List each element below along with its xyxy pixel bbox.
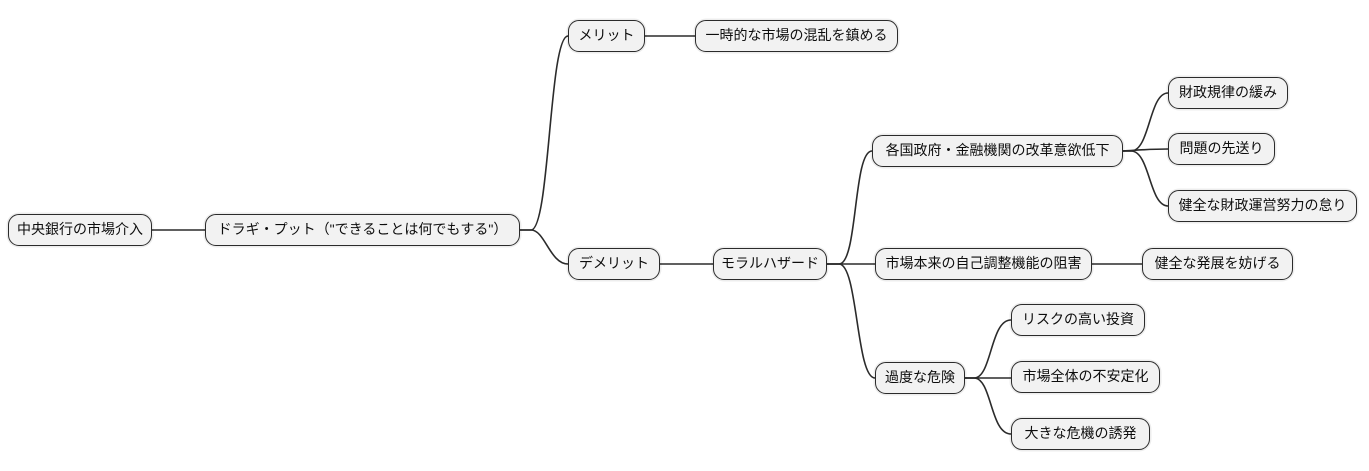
node-high-risk-investment: リスクの高い投資 — [1011, 304, 1145, 336]
node-calm-market-turmoil: 一時的な市場の混乱を鎮める — [695, 20, 898, 52]
node-demerit: デメリット — [568, 248, 660, 280]
node-merit: メリット — [568, 20, 645, 52]
node-draghi-put: ドラギ・プット（"できることは何でもする"） — [205, 214, 520, 246]
edge-excessrisk-investment — [964, 319, 1012, 379]
edge-moralhazard-excessrisk — [826, 263, 876, 379]
node-central-bank-intervention: 中央銀行の市場介入 — [8, 214, 152, 246]
node-reform-motivation-decline: 各国政府・金融機関の改革意欲低下 — [872, 135, 1123, 167]
edge-draghi-demerit — [519, 229, 569, 265]
edge-reform-fiscaldiscipline — [1122, 92, 1169, 152]
node-moral-hazard: モラルハザード — [713, 248, 827, 280]
edge-draghi-merit — [519, 35, 569, 231]
node-problem-postponement: 問題の先送り — [1168, 133, 1275, 165]
node-excessive-risk: 過度な危険 — [875, 362, 965, 394]
node-fiscal-effort-neglect: 健全な財政運営努力の怠り — [1168, 190, 1357, 222]
edge-reform-fiscaleffort — [1122, 150, 1169, 207]
edge-excessrisk-crisis — [964, 377, 1012, 435]
node-market-destabilization: 市場全体の不安定化 — [1011, 361, 1160, 393]
edge-moralhazard-reform — [826, 150, 873, 265]
node-fiscal-discipline-loosening: 財政規律の緩み — [1168, 77, 1288, 109]
node-major-crisis-trigger: 大きな危機の誘発 — [1011, 418, 1150, 450]
node-hinder-sound-development: 健全な発展を妨げる — [1142, 248, 1293, 280]
node-self-adjustment-impairment: 市場本来の自己調整機能の阻害 — [875, 248, 1092, 280]
